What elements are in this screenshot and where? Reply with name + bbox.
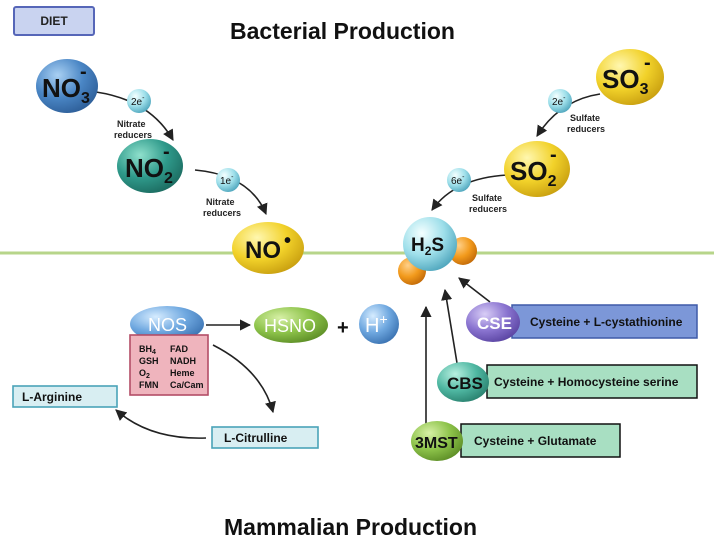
svg-text:CBS: CBS — [447, 374, 483, 393]
cofactor-o2: O2 — [139, 368, 150, 380]
3mst-enzyme: 3MST — [411, 421, 463, 461]
svg-text:H+: H+ — [365, 311, 388, 337]
electron-1e: 1e- — [216, 168, 240, 192]
electron-2e-right: 2e- — [548, 89, 572, 113]
sulfite-ion: SO3 - — [596, 49, 664, 105]
hydrogen-sulfide-molecule: H2S — [398, 217, 477, 285]
svg-text:2e-: 2e- — [552, 95, 566, 108]
svg-text:-: - — [644, 52, 651, 74]
proton: H+ — [359, 304, 399, 344]
mst-substrate-box — [460, 423, 621, 458]
sulfur-dioxide-ion: SO2 - — [504, 141, 570, 197]
svg-text:NO3: NO3 — [42, 73, 90, 107]
mst-substrate-label: Cysteine + Glutamate — [474, 434, 597, 448]
svg-text:2e-: 2e- — [131, 95, 145, 108]
cofactor-nadh: NADH — [170, 356, 196, 366]
l-arginine-label: L-Arginine — [22, 390, 82, 404]
l-citrulline-label: L-Citrulline — [224, 431, 288, 445]
cofactor-fad: FAD — [170, 344, 189, 354]
bacterial-production-title: Bacterial Production — [230, 18, 455, 44]
diet-label: DIET — [40, 14, 68, 28]
nitric-oxide-radical: NO • — [232, 222, 304, 274]
svg-text:SO2: SO2 — [510, 156, 557, 190]
svg-text:1e-: 1e- — [220, 174, 234, 187]
arrow-nos-to-citrulline — [212, 344, 276, 414]
svg-text:HSNO: HSNO — [264, 316, 316, 336]
cse-substrate-label: Cysteine + L-cystathionine — [530, 315, 683, 329]
nitrate-ion: NO3 - — [36, 59, 98, 113]
cofactor-ca-cam: Ca/Cam — [170, 380, 204, 390]
l-arginine-box — [12, 385, 118, 408]
cofactor-bh4: BH4 — [139, 344, 156, 356]
svg-text:reducers: reducers — [567, 124, 605, 134]
svg-text:NO2: NO2 — [125, 153, 173, 187]
diet-box: DIET — [13, 6, 95, 36]
svg-text:SO3: SO3 — [602, 64, 649, 98]
svg-text:reducers: reducers — [203, 208, 241, 218]
cofactor-heme: Heme — [170, 368, 195, 378]
svg-text:-: - — [550, 144, 557, 166]
nitrate-reducers-label-2: Nitrate reducers — [203, 197, 241, 218]
hsno-molecule: HSNO — [254, 307, 328, 343]
svg-text:Sulfate: Sulfate — [570, 113, 600, 123]
cofactor-gsh: GSH — [139, 356, 159, 366]
svg-text:•: • — [284, 230, 291, 252]
cse-enzyme: CSE — [466, 302, 520, 342]
electron-6e: 6e- — [447, 168, 471, 192]
cbs-substrate-label: Cysteine + Homocysteine serine — [494, 375, 679, 389]
sulfate-reducers-label-2: Sulfate reducers — [469, 193, 507, 214]
svg-text:NOS: NOS — [148, 315, 187, 335]
nos-cofactors-box — [129, 334, 209, 396]
svg-text:NO: NO — [245, 237, 281, 264]
svg-text:3MST: 3MST — [415, 435, 458, 452]
svg-text:Nitrate: Nitrate — [117, 119, 146, 129]
svg-text:reducers: reducers — [469, 204, 507, 214]
cbs-enzyme: CBS — [437, 362, 489, 402]
cofactor-fmn: FMN — [139, 380, 159, 390]
svg-text:reducers: reducers — [114, 130, 152, 140]
svg-text:H2S: H2S — [411, 235, 444, 258]
nitrate-reducers-label-1: Nitrate reducers — [114, 119, 152, 140]
svg-text:-: - — [80, 61, 87, 83]
arrow-no2-to-no — [194, 169, 268, 216]
svg-text:Nitrate: Nitrate — [206, 197, 235, 207]
nos-enzyme: NOS — [130, 306, 204, 342]
svg-text:-: - — [163, 141, 170, 163]
svg-text:CSE: CSE — [477, 314, 512, 333]
arrow-cbs-to-h2s — [441, 288, 458, 364]
arrow-cse-to-h2s — [458, 277, 491, 303]
svg-text:6e-: 6e- — [451, 174, 465, 187]
svg-text:Sulfate: Sulfate — [472, 193, 502, 203]
mammalian-production-title: Mammalian Production — [224, 514, 478, 540]
electron-2e-left: 2e- — [127, 89, 151, 113]
l-citrulline-box — [211, 426, 319, 449]
plus-sign: + — [337, 317, 349, 339]
sulfate-reducers-label-1: Sulfate reducers — [567, 113, 605, 134]
nitrite-ion: NO2 - — [117, 139, 183, 193]
arrow-citrulline-to-arginine — [115, 409, 207, 439]
